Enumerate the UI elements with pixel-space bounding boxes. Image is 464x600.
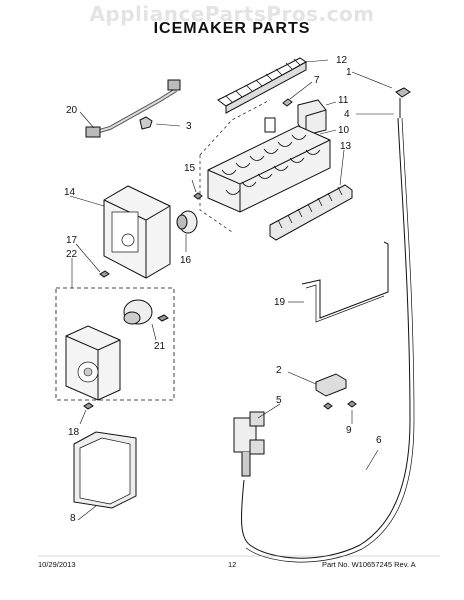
part-5-water-valve xyxy=(233,403,281,477)
callout-19: 19 xyxy=(274,297,286,308)
part-16-motor xyxy=(176,210,198,252)
footer-part-no: Part No. W10657245 Rev. A xyxy=(322,560,416,569)
part-13-heater xyxy=(269,149,353,241)
callout-9: 9 xyxy=(346,425,352,436)
part-3-clip xyxy=(139,116,181,130)
part-12-stripper xyxy=(217,57,329,114)
callout-3: 3 xyxy=(186,121,192,132)
callout-4: 4 xyxy=(344,109,350,120)
callout-17: 17 xyxy=(66,235,78,246)
callout-7: 7 xyxy=(314,75,320,86)
callout-16: 16 xyxy=(180,255,192,266)
part-20-wire-harness xyxy=(79,79,181,138)
callout-8: 8 xyxy=(70,513,76,524)
callout-18: 18 xyxy=(68,427,80,438)
callout-21: 21 xyxy=(154,341,166,352)
part-6-water-tube xyxy=(241,117,415,563)
callout-14: 14 xyxy=(64,187,76,198)
part-1-4-fill-tube xyxy=(351,71,411,118)
callout-10: 10 xyxy=(338,125,350,136)
callout-22: 22 xyxy=(66,249,78,260)
part-15-screw xyxy=(191,179,203,200)
part-7-screw xyxy=(282,81,313,107)
part-2-bracket xyxy=(287,371,347,397)
footer-page: 12 xyxy=(228,560,237,569)
part-8-cover xyxy=(73,431,137,521)
part-9-screws xyxy=(323,400,357,424)
footer-date: 10/29/2013 xyxy=(38,560,76,569)
part-10-mold xyxy=(199,99,337,233)
callout-2: 2 xyxy=(276,365,282,376)
callout-20: 20 xyxy=(66,105,78,116)
part-22-kit-box xyxy=(55,258,175,425)
callout-11: 11 xyxy=(338,95,349,106)
callout-6: 6 xyxy=(376,435,382,446)
callout-1: 1 xyxy=(346,67,352,78)
callout-12: 12 xyxy=(336,55,348,66)
callout-15: 15 xyxy=(184,163,196,174)
callout-5: 5 xyxy=(276,395,282,406)
part-17-screw xyxy=(75,243,110,278)
page-title: ICEMAKER PARTS xyxy=(153,20,311,37)
part-19-shutoff-arm xyxy=(288,241,389,323)
part-14-control-housing xyxy=(69,185,171,279)
part-11-bracket xyxy=(297,99,337,136)
callout-13: 13 xyxy=(340,141,352,152)
watermark: AppliancePartsPros.com xyxy=(89,2,375,26)
